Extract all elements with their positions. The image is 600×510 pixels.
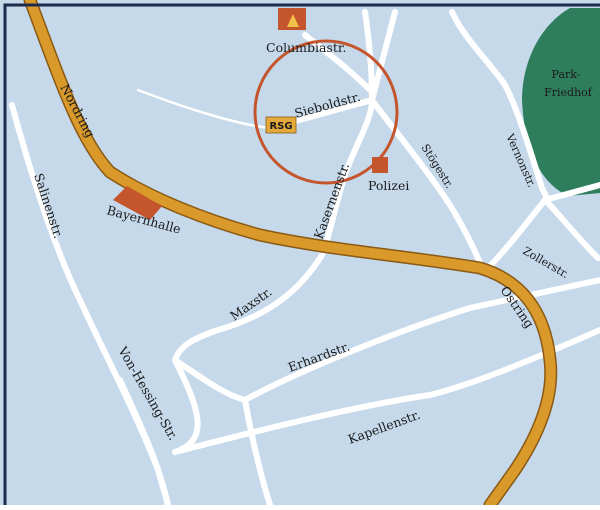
street-kasernenstr (172, 97, 375, 363)
map-frame-border (3, 3, 600, 505)
bayernhalle-building[interactable] (113, 186, 162, 220)
columbia-logo-icon (287, 14, 299, 27)
street-stoegestr (369, 97, 485, 271)
ring-road-fill (25, 0, 556, 510)
label-columbiastr: Columbiastr. (266, 40, 346, 55)
highlight-circle (253, 39, 399, 185)
bayernhalle-shape (113, 186, 162, 220)
street-zollerstr-branch (542, 197, 600, 261)
rsg-marker[interactable]: RSG (265, 116, 297, 134)
park-area (522, 8, 600, 196)
street-link-south (242, 397, 273, 508)
rsg-badge-label: RSG (269, 121, 292, 132)
columbia-building (278, 8, 306, 30)
label-park-line2: Friedhof (544, 86, 593, 99)
street-link-cross (172, 357, 201, 455)
street-north-east (369, 9, 398, 103)
ring-road (23, 0, 558, 510)
label-park-line1: Park- (552, 68, 581, 81)
street-network (9, 9, 600, 508)
street-erhardstr (172, 277, 600, 403)
label-polizei: Polizei (368, 178, 409, 193)
footpath (136, 88, 272, 130)
rsg-badge (265, 116, 297, 134)
street-von-hessing-str (117, 377, 171, 508)
street-vernonstr (449, 9, 551, 203)
